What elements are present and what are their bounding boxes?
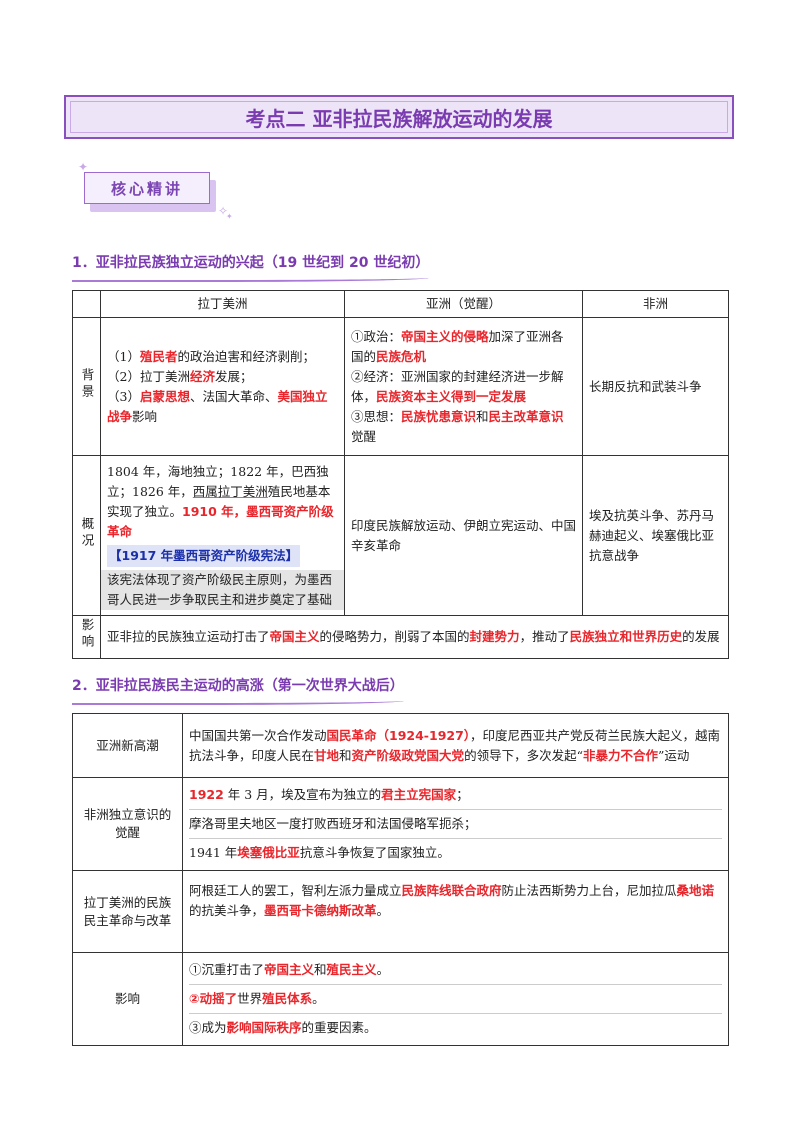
sparkle-icon: ✦ — [78, 160, 89, 174]
africa-awakening-text: 1922 年 3 月，埃及宣布为独立的君主立宪国家； 摩洛哥里夫地区一度打败西班… — [182, 777, 729, 871]
democracy-table: 亚洲新高潮 中国国共第一次合作发动国民革命（1924-1927），印度尼西亚共产… — [72, 713, 729, 1046]
page-title: 考点二 亚非拉民族解放运动的发展 — [64, 95, 734, 139]
section-heading-2: 2．亚非拉民族民主运动的高涨（第一次世界大战后） — [72, 675, 404, 705]
background-latin: （1）殖民者的政治迫害和经济剥削； （2）拉丁美洲经济发展； （3）启蒙思想、法… — [100, 317, 345, 456]
header-asia: 亚洲（觉醒） — [344, 290, 583, 318]
influence-text: 亚非拉的民族独立运动打击了帝国主义的侵略势力，削弱了本国的封建势力，推动了民族独… — [100, 615, 729, 659]
overview-asia: 印度民族解放运动、伊朗立宪运动、中国辛亥革命 — [344, 455, 583, 616]
label-latin-revolution: 拉丁美洲的民族民主革命与改革 — [72, 870, 183, 953]
sparkle-icon: ✧ — [218, 204, 229, 218]
core-badge: 核心精讲 — [84, 172, 216, 212]
label-asia-upsurge: 亚洲新高潮 — [72, 713, 183, 778]
row-label-background: 背景 — [72, 317, 101, 456]
overview-latin: 1804 年，海地独立；1822 年，巴西独立；1826 年，西属拉丁美洲殖民地… — [100, 455, 345, 616]
latin-revolution-text: 阿根廷工人的罢工，智利左派力量成立民族阵线联合政府防止法西斯势力上台，尼加拉瓜桑… — [182, 870, 729, 953]
asia-upsurge-text: 中国国共第一次合作发动国民革命（1924-1927），印度尼西亚共产党反荷兰民族… — [182, 713, 729, 778]
background-africa: 长期反抗和武装斗争 — [582, 317, 729, 456]
independence-table: 拉丁美洲 亚洲（觉醒） 非洲 背景 （1）殖民者的政治迫害和经济剥削； （2）拉… — [72, 290, 729, 659]
overview-africa: 埃及抗英斗争、苏丹马赫迪起义、埃塞俄比亚抗意战争 — [582, 455, 729, 616]
label-impact: 影响 — [72, 952, 183, 1046]
header-africa: 非洲 — [582, 290, 729, 318]
sparkle-icon: ✦ — [226, 212, 233, 221]
label-africa-awakening: 非洲独立意识的觉醒 — [72, 777, 183, 871]
impact-text: ①沉重打击了帝国主义和殖民主义。 ②动摇了世界殖民体系。 ③成为影响国际秩序的重… — [182, 952, 729, 1046]
header-latin: 拉丁美洲 — [100, 290, 345, 318]
row-label-overview: 概况 — [72, 455, 101, 616]
row-label-influence: 影响 — [72, 615, 101, 659]
background-asia: ①政治：帝国主义的侵略加深了亚洲各国的民族危机 ②经济：亚洲国家的封建经济进一步… — [344, 317, 583, 456]
section-heading-1: 1．亚非拉民族独立运动的兴起（19 世纪到 20 世纪初） — [72, 252, 430, 282]
